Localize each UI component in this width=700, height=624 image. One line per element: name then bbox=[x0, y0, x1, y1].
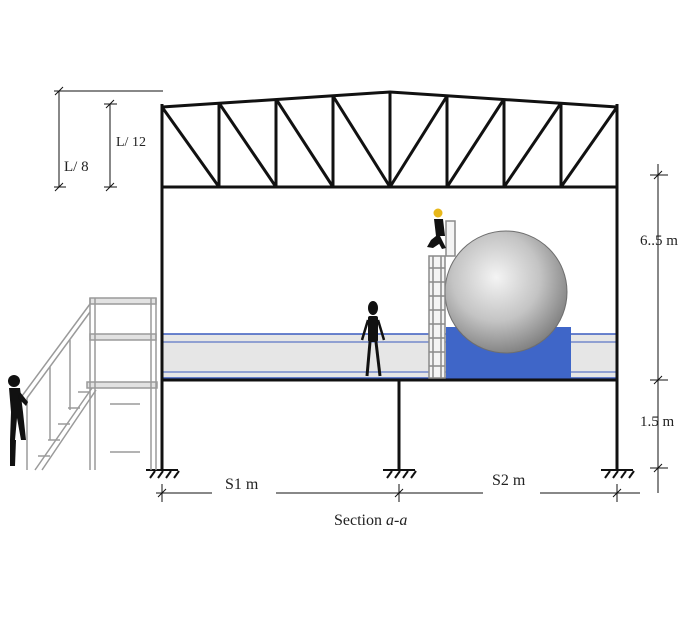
section-caption: Section a-a bbox=[334, 513, 407, 529]
fixed-support-middle bbox=[383, 469, 417, 479]
column-height-label: 6..5 m bbox=[640, 233, 678, 249]
fixed-support-right bbox=[601, 469, 635, 479]
portal-frame bbox=[160, 104, 619, 470]
dimension-truss-depth bbox=[54, 86, 163, 192]
truss-depth-label: L/ 8 bbox=[64, 159, 89, 175]
section-caption-id: a-a bbox=[386, 512, 408, 529]
span-right-label: S2 m bbox=[492, 472, 526, 489]
truss-depth-alt-label: L/ 12 bbox=[116, 135, 146, 150]
climbing-person-icon bbox=[8, 375, 28, 466]
worker-on-ladder-icon bbox=[427, 208, 446, 249]
platform-height-label: 1.5 m bbox=[640, 414, 675, 430]
exterior-staircase bbox=[21, 297, 158, 471]
fixed-support-left bbox=[146, 469, 180, 479]
dimension-heights bbox=[650, 164, 668, 493]
person-silhouette-icon bbox=[360, 301, 386, 377]
section-caption-prefix: Section bbox=[334, 512, 386, 529]
dimension-spans bbox=[156, 484, 640, 502]
access-ladder bbox=[428, 220, 456, 379]
spherical-tank bbox=[444, 230, 568, 354]
roof-truss bbox=[160, 90, 619, 189]
dimension-truss-depth-alt bbox=[104, 99, 117, 192]
span-left-label: S1 m bbox=[225, 476, 259, 493]
